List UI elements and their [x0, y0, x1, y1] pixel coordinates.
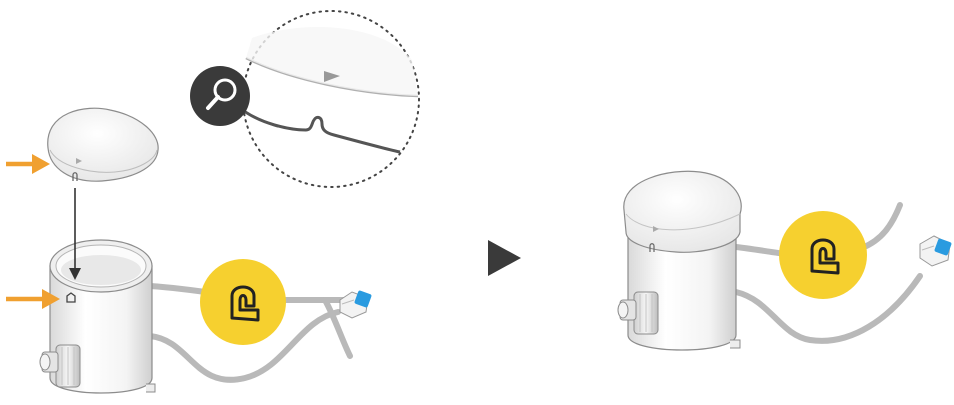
insert-arrow — [69, 188, 81, 280]
step-2 — [617, 170, 952, 351]
orange-arrow-cap-notch — [6, 154, 50, 174]
lock-badge — [779, 211, 867, 299]
zoom-detail — [239, 10, 420, 188]
reservoir-cap — [623, 170, 742, 253]
tube — [733, 273, 923, 344]
lock-badge — [200, 259, 286, 345]
play-triangle-icon — [488, 240, 521, 276]
tube — [322, 297, 353, 359]
tube — [147, 309, 341, 383]
orange-arrow-body-mark — [6, 289, 60, 309]
step-1 — [6, 10, 420, 394]
tube-connector — [919, 235, 952, 267]
reservoir-cap — [47, 107, 159, 182]
lock-symbol-icon — [810, 238, 840, 275]
tube-connector — [339, 290, 372, 319]
body-lock-mark-icon — [66, 292, 76, 303]
lock-symbol-icon — [230, 285, 260, 322]
magnifier-icon — [190, 66, 250, 126]
reservoir-knob — [617, 291, 659, 335]
reservoir-knob — [39, 344, 81, 388]
